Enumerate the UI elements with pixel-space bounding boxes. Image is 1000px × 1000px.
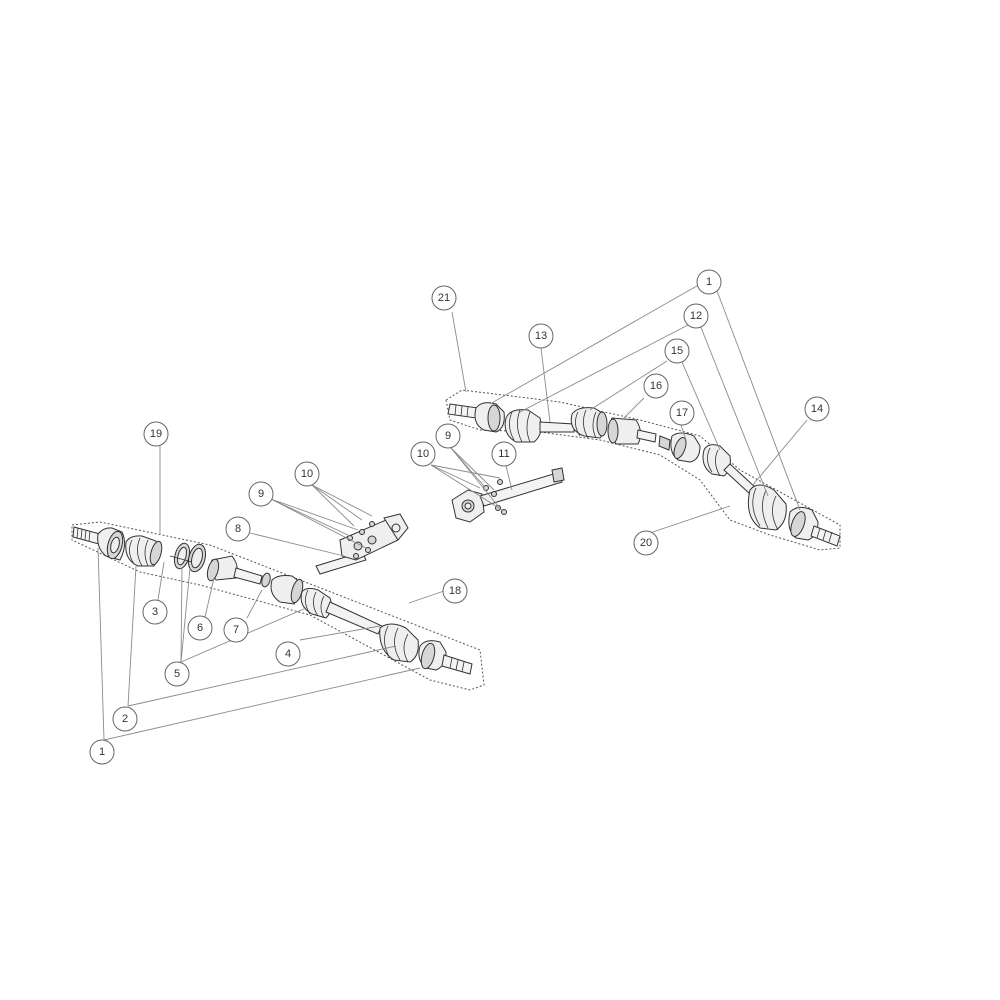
- svg-text:3: 3: [152, 606, 158, 618]
- right-end-boot: [747, 484, 787, 531]
- callout-14: 14: [804, 396, 830, 422]
- svg-text:2: 2: [122, 713, 128, 725]
- left-joint-sleeve: [206, 555, 238, 582]
- left-end-boot: [379, 623, 419, 663]
- left-center-bearing-bracket: [315, 513, 409, 575]
- leader-lines: [97, 282, 808, 741]
- callout-16: 16: [643, 373, 669, 399]
- left-inner-spline-shaft: [233, 567, 271, 588]
- left-driveshaft-assembly: [71, 513, 485, 691]
- svg-text:21: 21: [438, 292, 450, 304]
- callout-10-right: 10: [410, 441, 436, 467]
- callout-4: 4: [275, 641, 301, 667]
- left-outer-boot: [125, 535, 163, 567]
- svg-text:10: 10: [417, 448, 429, 460]
- callout-15: 15: [664, 338, 690, 364]
- svg-text:6: 6: [197, 622, 203, 634]
- left-end-stub: [441, 654, 473, 675]
- callout-5: 5: [164, 661, 190, 687]
- callout-8: 8: [225, 516, 251, 542]
- callout-9-right: 9: [435, 423, 461, 449]
- right-joint-sleeve: [607, 417, 657, 445]
- svg-text:7: 7: [233, 624, 239, 636]
- svg-text:4: 4: [285, 648, 291, 660]
- right-assembly-outline: [445, 389, 841, 551]
- callout-7: 7: [223, 617, 249, 643]
- callout-6: 6: [187, 615, 213, 641]
- right-outer-joint-housing: [474, 402, 505, 433]
- callout-1-right: 1: [696, 269, 722, 295]
- svg-text:14: 14: [811, 403, 823, 415]
- callout-19: 19: [143, 421, 169, 447]
- right-inner-boot: [570, 407, 608, 439]
- svg-text:13: 13: [535, 330, 547, 342]
- callout-11: 11: [491, 441, 517, 467]
- svg-text:12: 12: [690, 310, 702, 322]
- left-main-shaft: [325, 601, 383, 635]
- left-end-joint-housing: [418, 640, 447, 671]
- svg-text:10: 10: [301, 468, 313, 480]
- svg-text:11: 11: [498, 448, 509, 460]
- left-clamp-rings: [169, 542, 207, 573]
- callout-20: 20: [633, 530, 659, 556]
- left-outer-stub: [72, 526, 101, 545]
- svg-text:16: 16: [650, 380, 662, 392]
- svg-text:15: 15: [671, 345, 683, 357]
- callout-1-left: 1: [89, 739, 115, 765]
- left-outer-joint-housing: [97, 527, 126, 561]
- right-outer-boot: [504, 409, 542, 443]
- left-inner-joint-housing: [270, 575, 304, 605]
- svg-text:19: 19: [150, 428, 162, 440]
- right-center-bearing-bracket: [451, 467, 565, 523]
- left-inner-boot: [300, 587, 332, 619]
- right-end-stub: [810, 525, 841, 547]
- right-inner-joint-housing: [658, 432, 701, 463]
- svg-text:9: 9: [445, 430, 451, 442]
- callout-10-left: 10: [294, 461, 320, 487]
- callout-2: 2: [112, 706, 138, 732]
- svg-text:17: 17: [676, 407, 688, 419]
- right-main-shaft: [539, 421, 575, 433]
- callout-17: 17: [669, 400, 695, 426]
- svg-text:5: 5: [174, 668, 180, 680]
- callout-18: 18: [442, 578, 468, 604]
- svg-text:1: 1: [706, 276, 712, 288]
- callout-21: 21: [431, 285, 457, 311]
- callout-13: 13: [528, 323, 554, 349]
- callout-12: 12: [683, 303, 709, 329]
- svg-text:8: 8: [235, 523, 241, 535]
- svg-text:1: 1: [99, 746, 105, 758]
- svg-text:9: 9: [258, 488, 264, 500]
- callout-3: 3: [142, 599, 168, 625]
- right-outer-stub: [447, 403, 479, 419]
- right-driveshaft-assembly: [445, 389, 841, 551]
- callout-9-left: 9: [248, 481, 274, 507]
- left-assembly-outline: [71, 521, 485, 691]
- svg-text:18: 18: [449, 585, 461, 597]
- svg-text:20: 20: [640, 537, 652, 549]
